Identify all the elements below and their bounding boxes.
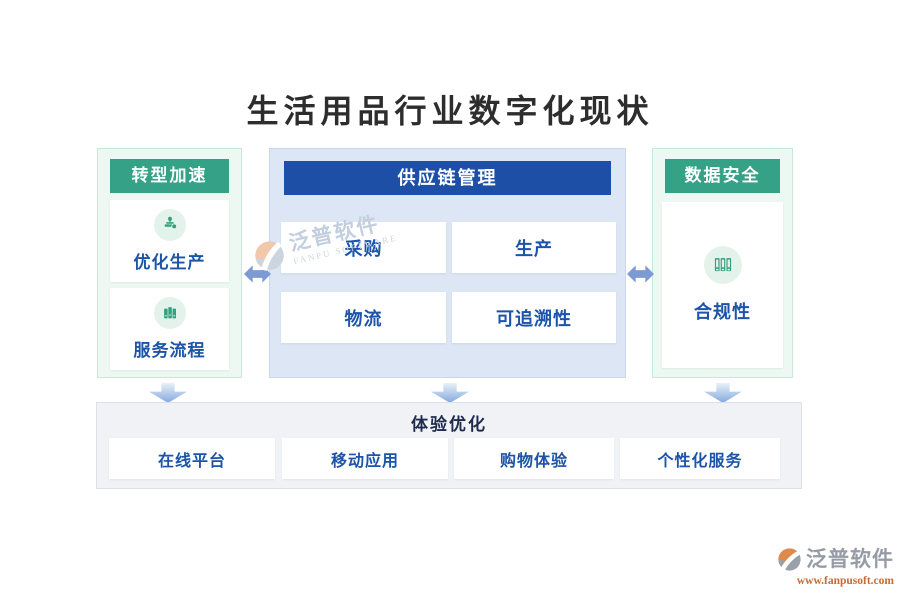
card-label: 优化生产: [133, 253, 206, 272]
panel-transformation-header: 转型加速: [110, 159, 229, 193]
double-arrow-icon: [244, 265, 271, 283]
panel-experience: 体验优化 在线平台 移动应用 购物体验 个性化服务: [96, 402, 802, 489]
card-label: 移动应用: [330, 452, 399, 470]
card-logistics: 物流: [281, 292, 446, 343]
card-label: 合规性: [694, 302, 751, 322]
books-icon: [153, 297, 186, 329]
card-shopping-experience: 购物体验: [454, 438, 614, 479]
panel-data-security-header: 数据安全: [665, 159, 780, 193]
card-production: 生产: [452, 222, 616, 273]
down-arrow-icon: [148, 383, 188, 403]
card-online-platform: 在线平台: [109, 438, 275, 479]
watermark-url: www.fanpusoft.com: [796, 575, 894, 587]
card-label: 生产: [515, 238, 553, 259]
card-label: 服务流程: [133, 341, 206, 360]
card-label: 采购: [344, 238, 383, 259]
binders-icon: [703, 246, 742, 284]
card-mobile-app: 移动应用: [282, 438, 448, 479]
watermark-footer: 泛普软件 www.fanpusoft.com: [764, 547, 894, 587]
down-arrow-icon: [430, 383, 470, 403]
watermark-brand: 泛普软件: [806, 547, 894, 571]
card-optimize-production: 优化生产: [110, 200, 229, 282]
down-arrow-icon: [703, 383, 743, 403]
card-label: 可追溯性: [496, 308, 572, 329]
stamp-icon: [153, 209, 186, 241]
panel-supply-chain-header: 供应链管理: [284, 161, 611, 195]
card-label: 物流: [344, 308, 383, 329]
double-arrow-icon: [627, 265, 654, 283]
card-procurement: 采购: [281, 222, 446, 273]
card-compliance: 合规性: [662, 202, 783, 368]
panel-data-security: 数据安全 合规性: [652, 148, 793, 378]
card-traceability: 可追溯性: [452, 292, 616, 343]
card-label: 购物体验: [499, 452, 568, 470]
card-service-process: 服务流程: [110, 288, 229, 370]
card-personalized-service: 个性化服务: [620, 438, 780, 479]
panel-transformation: 转型加速 优化生产: [97, 148, 242, 378]
card-label: 在线平台: [157, 452, 226, 470]
panel-supply-chain: 供应链管理 采购 生产 物流 可追溯性: [269, 148, 626, 378]
card-label: 个性化服务: [657, 452, 743, 470]
panel-experience-header: 体验优化: [411, 415, 487, 434]
page-title: 生活用品行业数字化现状: [246, 93, 654, 129]
fanpu-logo-icon: [778, 548, 801, 571]
